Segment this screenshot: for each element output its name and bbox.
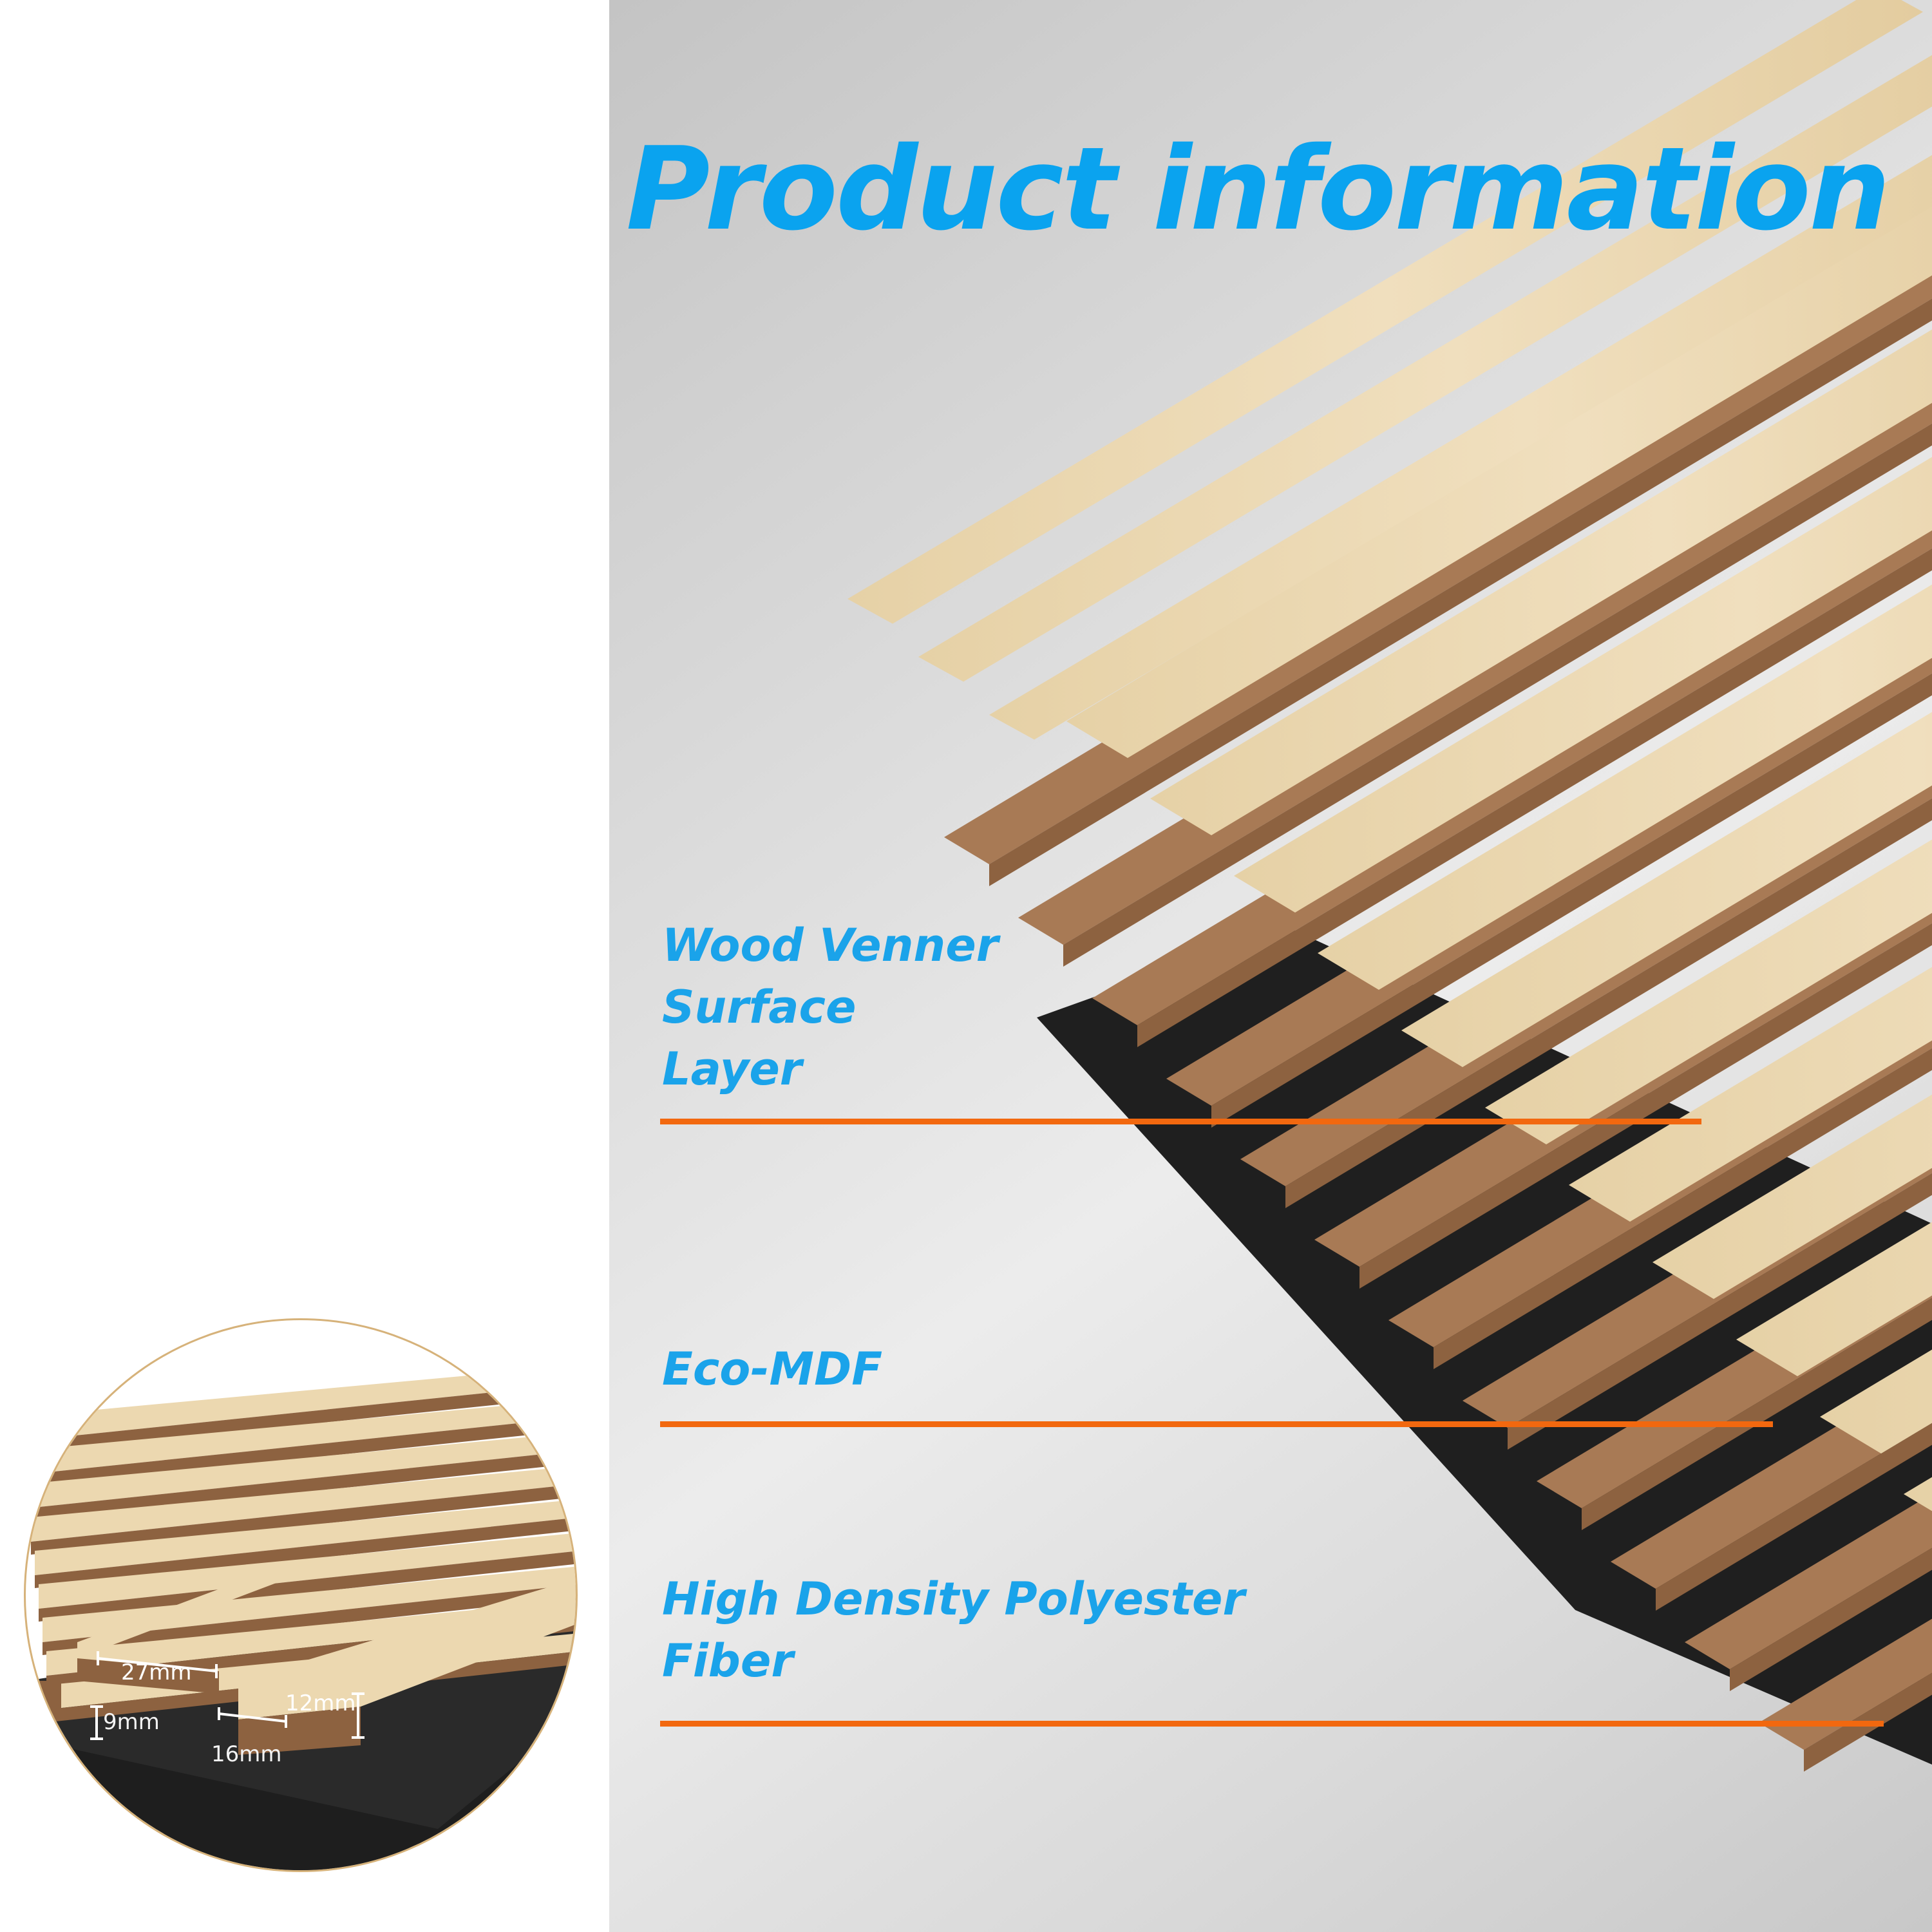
detail-slat-front-top [238,1578,576,1719]
mdf-layer-label: Eco-MDF [662,1343,883,1396]
veneer-layer-label: Wood Venner Surface Layer [662,919,999,1095]
mdf-strip-side [1508,1173,1932,1450]
mdf-strip-side [1285,798,1932,1208]
mdf-strip-top [1759,1618,1932,1750]
veneer-strip-thin [918,55,1932,682]
mdf-strip-side [1211,673,1932,1128]
veneer-strip-thin [989,155,1932,740]
veneer-strip [1318,584,1932,990]
slat-height-label: 12mm [285,1690,356,1716]
detail-slat-top [39,1533,576,1609]
detail-slat-top [26,1365,576,1441]
fiber-leader-line [660,1721,1884,1727]
mdf-strip-top [1685,1493,1932,1669]
mdf-strip-side [989,298,1932,886]
detail-slat-top [31,1466,576,1542]
detail-slat-side [39,1551,576,1622]
veneer-strip [1234,457,1932,913]
detail-slat-side [31,1484,576,1555]
dimension-detail-inset: 27mm 12mm 9mm 16mm [24,1318,578,1872]
mdf-strip-side [1063,423,1932,967]
detail-slat-end [77,1658,219,1694]
veneer-strip [1820,1349,1932,1454]
detail-slats [26,1365,576,1755]
mdf-strip-side [1137,548,1932,1047]
felt-thickness-label: 9mm [103,1709,160,1735]
mdf-strip-side [1656,1423,1932,1611]
detail-slat-side [43,1584,576,1655]
veneer-strip [1736,1222,1932,1376]
width-marker [97,1657,217,1672]
veneer-strip [1485,839,1932,1144]
detail-slat-side [35,1517,576,1588]
dimension-markers [90,1651,365,1740]
veneer-leader-line [660,1119,1701,1124]
veneer-strip [1569,967,1932,1222]
detail-felt-base [26,1716,576,1870]
product-illustration-panel [609,0,1932,1932]
veneer-strip [1653,1094,1932,1299]
slat-gap-label: 16mm [211,1741,282,1767]
detail-slat-side [27,1450,576,1521]
veneer-strip [1904,1477,1932,1511]
veneer-strip [1066,202,1932,758]
detail-slat-front-top [77,1565,290,1658]
mdf-strip-side [1434,1048,1932,1369]
detail-slat-top [26,1399,576,1475]
detail-slat-side [26,1417,576,1488]
mdf-strip-side [1582,1298,1932,1530]
detail-slat-side [26,1383,576,1454]
gap-marker [218,1712,287,1723]
mdf-strip-side [1359,923,1932,1289]
mdf-leader-line [660,1421,1773,1427]
veneer-strips [848,0,1932,1511]
detail-slat-top [35,1499,576,1575]
veneer-strip [1150,329,1932,835]
detail-slat-top [27,1432,576,1508]
fiber-layer-label: High Density Polyester Fiber [662,1573,1245,1687]
detail-slat-end [26,1681,61,1713]
slat-profile-illustration [26,1365,576,1870]
detail-slat-top [43,1566,576,1642]
veneer-strip-thin [848,0,1923,624]
exploded-panel-illustration [848,0,1932,1772]
page-title: Product information [626,122,1891,256]
veneer-strip [1401,712,1932,1067]
slat-width-label: 27mm [121,1660,192,1685]
mdf-strip-side [1730,1548,1932,1691]
